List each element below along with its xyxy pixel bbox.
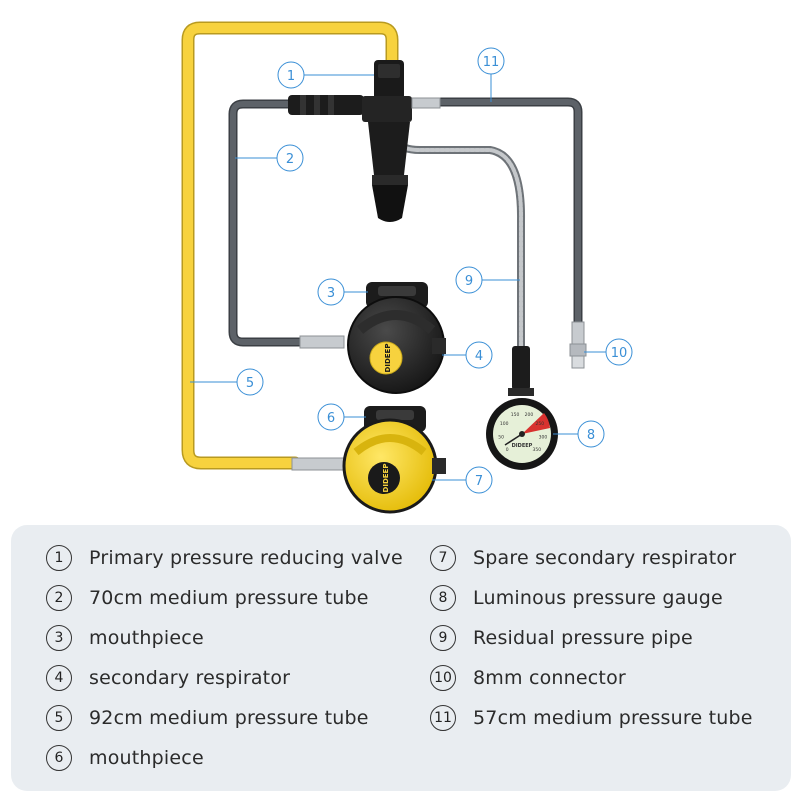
callout-number: 6: [327, 411, 335, 426]
legend-item-8: 8 Luminous pressure gauge: [430, 583, 723, 613]
logo-text: DIDEEP: [382, 464, 390, 493]
legend-label: Spare secondary respirator: [473, 547, 737, 569]
callout-1: 1: [277, 61, 305, 89]
legend-label: 57cm medium pressure tube: [473, 707, 753, 729]
legend-panel: 1 Primary pressure reducing valve 2 70cm…: [11, 525, 791, 791]
callout-number: 11: [483, 55, 500, 70]
callouts: 1 11 2 3 4 9 10 5 6 8 7: [236, 47, 633, 494]
callout-number: 9: [465, 274, 473, 289]
legend-number: 4: [46, 665, 72, 691]
gauge-tick-label: 50: [498, 434, 504, 440]
gauge-tick-label: 100: [500, 421, 509, 427]
gauge-tick-label: 200: [525, 412, 534, 418]
legend-label: Luminous pressure gauge: [473, 587, 723, 609]
secondary-respirator: DIDEEP: [299, 282, 446, 394]
callout-3: 3: [317, 278, 345, 306]
callout-11: 11: [477, 47, 505, 75]
callout-number: 7: [475, 474, 483, 489]
legend-number: 2: [46, 585, 72, 611]
callout-10: 10: [605, 338, 633, 366]
callout-4: 4: [465, 341, 493, 369]
legend-item-9: 9 Residual pressure pipe: [430, 623, 693, 653]
logo-text: DIDEEP: [384, 344, 392, 373]
gauge-tick-label: 0: [506, 447, 509, 453]
callout-9: 9: [455, 266, 483, 294]
legend-number: 10: [430, 665, 456, 691]
legend-label: mouthpiece: [89, 627, 204, 649]
legend-item-5: 5 92cm medium pressure tube: [46, 703, 369, 733]
hose-92cm-yellow: [181, 21, 399, 470]
legend-number: 1: [46, 545, 72, 571]
legend-label: Primary pressure reducing valve: [89, 547, 403, 569]
connector-8mm: [569, 321, 587, 369]
hose-70cm-dark: [228, 99, 305, 347]
callout-8: 8: [577, 420, 605, 448]
callout-7: 7: [465, 466, 493, 494]
legend-item-7: 7 Spare secondary respirator: [430, 543, 736, 573]
legend-number: 6: [46, 745, 72, 771]
leader-lines: [190, 74, 606, 481]
callout-number: 4: [475, 349, 483, 364]
legend-number: 8: [430, 585, 456, 611]
legend-label: 8mm connector: [473, 667, 626, 689]
callout-number: 3: [327, 286, 335, 301]
legend-number: 3: [46, 625, 72, 651]
gauge-tick-label: 150: [511, 412, 520, 418]
callout-2: 2: [276, 144, 304, 172]
legend-label: 70cm medium pressure tube: [89, 587, 369, 609]
legend-label: Residual pressure pipe: [473, 627, 693, 649]
legend-item-2: 2 70cm medium pressure tube: [46, 583, 369, 613]
legend-number: 9: [430, 625, 456, 651]
callout-number: 2: [286, 152, 294, 167]
callout-number: 1: [287, 69, 295, 84]
legend-item-3: 3 mouthpiece: [46, 623, 204, 653]
legend-label: 92cm medium pressure tube: [89, 707, 369, 729]
legend-number: 7: [430, 545, 456, 571]
legend-number: 5: [46, 705, 72, 731]
legend-item-11: 11 57cm medium pressure tube: [430, 703, 753, 733]
legend-label: secondary respirator: [89, 667, 291, 689]
callout-6: 6: [317, 403, 345, 431]
callout-number: 5: [246, 376, 254, 391]
spare-secondary-respirator: DIDEEP: [291, 406, 446, 514]
logo-text: DIDEEP: [512, 443, 533, 449]
legend-item-1: 1 Primary pressure reducing valve: [46, 543, 403, 573]
callout-5: 5: [236, 368, 264, 396]
legend-label: mouthpiece: [89, 747, 204, 769]
legend-number: 11: [430, 705, 456, 731]
legend-item-4: 4 secondary respirator: [46, 663, 290, 693]
legend-item-10: 10 8mm connector: [430, 663, 626, 693]
hose-57cm-dark: [435, 97, 583, 327]
gauge-tick-label: 300: [539, 434, 548, 440]
primary-valve: [288, 60, 441, 222]
gauge-tick-label: 250: [536, 421, 545, 427]
callout-number: 8: [587, 428, 595, 443]
callout-number: 10: [611, 346, 628, 361]
gauge-tick-label: 350: [533, 447, 542, 453]
legend-item-6: 6 mouthpiece: [46, 743, 204, 773]
